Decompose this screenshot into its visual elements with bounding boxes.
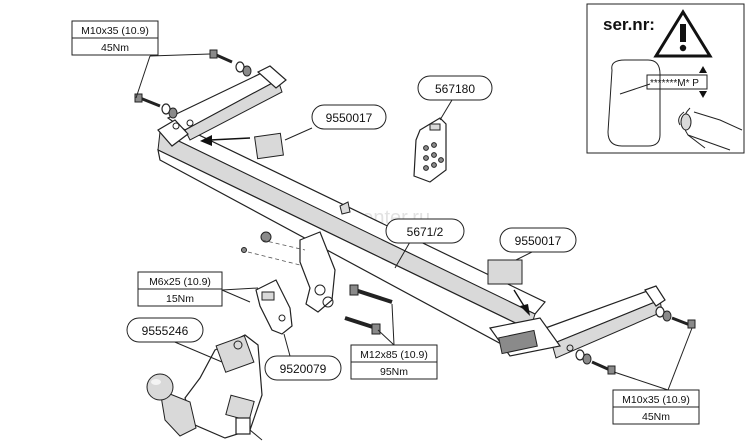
bolt-top-torque: 45Nm [101,42,129,54]
center-bracket [299,231,336,313]
bolts-bottom [575,306,696,375]
bolt-m6-torque: 15Nm [166,293,194,305]
label-sticker-left: 9550017 [311,104,387,130]
label-bolt-m6: M6x25 (10.9) 15Nm [137,271,223,307]
bolt-m12-torque: 95Nm [380,366,408,378]
label-bolt-m12: M12x85 (10.9) 95Nm [350,344,438,380]
bolts-m12 [344,284,393,335]
bolts-top [134,49,252,119]
socket-bracket [255,279,293,335]
arrow-right [513,289,530,316]
bolt-top-spec: M10x35 (10.9) [81,25,149,37]
label-bolt-bottom: M10x35 (10.9) 45Nm [612,389,700,425]
serial-plate: *******M* P [646,74,708,90]
label-crossbar: 5671/2 [385,218,465,244]
crossbar-5671 [157,65,666,359]
electric-kit-number: 567180 [435,82,475,96]
warning-triangle-icon [653,9,713,58]
label-electric-kit: 567180 [417,75,493,101]
towball-number: 9555246 [142,324,189,338]
bolt-m12-spec: M12x85 (10.9) [360,349,428,361]
electric-kit [413,117,447,183]
label-towball: 9555246 [126,317,204,343]
sticker-left [254,132,284,160]
serial-plate-text: *******M* P [650,78,699,89]
sticker-right [487,259,523,285]
label-socket-bracket: 9520079 [264,355,342,381]
towball-assembly [146,334,263,441]
bolt-m6-spec: M6x25 (10.9) [149,276,211,288]
sticker-right-number: 9550017 [515,234,562,248]
sticker-left-number: 9550017 [326,111,373,125]
serial-title: ser.nr: [603,15,655,34]
socket-bracket-number: 9520079 [280,362,327,376]
serial-number-panel: ser.nr: *******M* P [586,3,745,154]
small-hardware [241,201,351,266]
bolt-bottom-torque: 45Nm [642,411,670,423]
arrow-left [200,135,251,146]
label-bolt-top: M10x35 (10.9) 45Nm [71,20,159,56]
bolt-bottom-spec: M10x35 (10.9) [622,394,690,406]
label-sticker-right: 9550017 [499,227,577,253]
crossbar-number: 5671/2 [407,225,444,239]
